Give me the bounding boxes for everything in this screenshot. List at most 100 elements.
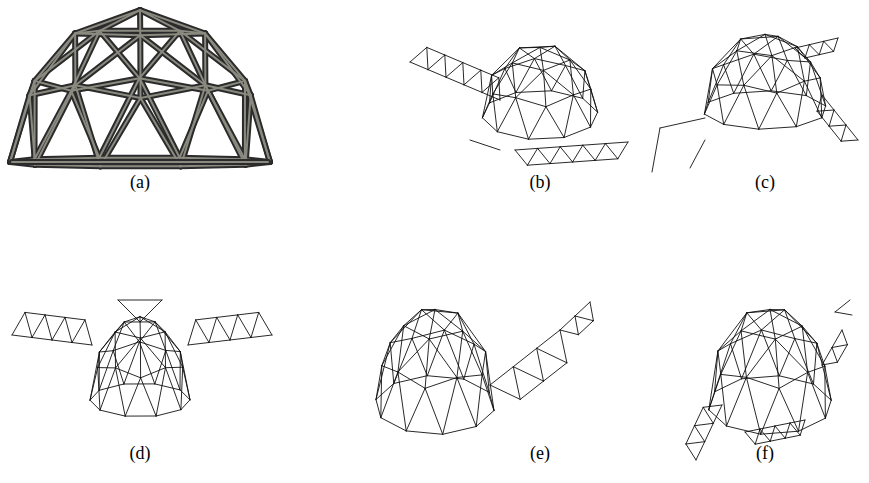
strut-line (72, 343, 92, 346)
strut-line (512, 47, 540, 63)
strut-line (777, 93, 797, 127)
strut-line (715, 351, 718, 392)
strut-line (744, 85, 759, 129)
strut-line (529, 107, 546, 140)
strut-line (463, 63, 464, 85)
strut-line (727, 377, 747, 426)
strut-line (398, 372, 425, 388)
strut-line (822, 348, 832, 366)
strut-line (155, 350, 166, 384)
strut-line (90, 390, 99, 400)
strut-line (777, 81, 805, 93)
strut-line (141, 378, 157, 416)
strut-line (686, 444, 696, 460)
strut-line (775, 339, 807, 372)
strut-line (251, 335, 272, 338)
strut-line (99, 78, 139, 158)
strut-line (746, 377, 760, 434)
strut-line (217, 315, 238, 318)
strut-line (583, 144, 606, 146)
strut-line (575, 316, 593, 321)
strut-line (805, 55, 819, 58)
strut-line (516, 59, 535, 93)
strut-line (180, 31, 208, 91)
strut-line (463, 331, 482, 375)
strut-line (708, 65, 723, 103)
strut-line (75, 85, 140, 98)
strut-line (705, 423, 714, 441)
strut-line (573, 160, 596, 162)
strut-line (760, 429, 770, 441)
strut-line (537, 348, 567, 363)
strut-line (713, 405, 722, 423)
strut-line (709, 392, 715, 410)
strut-line (12, 159, 268, 165)
strut-line (155, 322, 166, 351)
strut-line (772, 47, 798, 56)
strut-line (481, 70, 499, 78)
strut-line (458, 313, 463, 331)
strut-line (35, 91, 72, 160)
strut-line (115, 332, 140, 338)
strut-line (790, 420, 805, 423)
strut-line (618, 142, 628, 159)
strut-line (141, 98, 181, 166)
strut-line (425, 388, 443, 434)
strut-line (140, 338, 165, 368)
strut-line (721, 374, 747, 377)
strut-line (527, 164, 550, 166)
strut-line (412, 330, 444, 338)
strut-line (519, 46, 555, 48)
strut-line (137, 35, 143, 98)
strut-line (534, 59, 565, 66)
strut-line (155, 322, 180, 352)
strut-line (590, 302, 593, 321)
strut-line (817, 95, 822, 111)
strut-line (560, 145, 583, 147)
strut-line (686, 442, 705, 444)
strut-line (205, 34, 245, 81)
strut-line (695, 407, 704, 425)
strut-line (516, 70, 544, 97)
strut-line (181, 85, 206, 166)
strut-line (775, 426, 785, 438)
strut-line (381, 366, 382, 418)
strut-line (476, 375, 482, 427)
strut-line (497, 132, 528, 140)
strut-line (35, 34, 75, 81)
strut-line (444, 330, 463, 379)
strut-line (555, 46, 585, 70)
strut-line (822, 106, 826, 118)
strut-line (796, 118, 822, 127)
strut-line (809, 41, 823, 44)
strut-line (72, 320, 85, 343)
strut-line (538, 148, 550, 163)
strut-line (824, 41, 834, 51)
strut-line (787, 60, 810, 62)
strut-line (808, 372, 826, 418)
strut-line (704, 102, 708, 114)
strut-line (115, 317, 140, 332)
strut-line (713, 51, 737, 69)
strut-line (695, 426, 705, 442)
strut-line (474, 344, 489, 392)
strut-line (75, 10, 140, 33)
strut-line (381, 372, 398, 418)
strut-line (817, 111, 829, 126)
strut-line (770, 310, 775, 340)
strut-line (745, 432, 755, 444)
strut-line (817, 343, 831, 400)
strut-line (217, 317, 230, 340)
strut-line (100, 98, 140, 166)
strut-line (772, 56, 777, 94)
strut-line (443, 427, 477, 435)
strut-line (410, 47, 427, 62)
subfigure-label: (c) (755, 172, 775, 193)
strut-line (100, 368, 116, 410)
strut-line (741, 313, 747, 331)
strut-line (492, 48, 520, 75)
subfigure-label: (d) (130, 443, 151, 464)
strut-line (660, 118, 705, 128)
strut-line (398, 326, 404, 372)
